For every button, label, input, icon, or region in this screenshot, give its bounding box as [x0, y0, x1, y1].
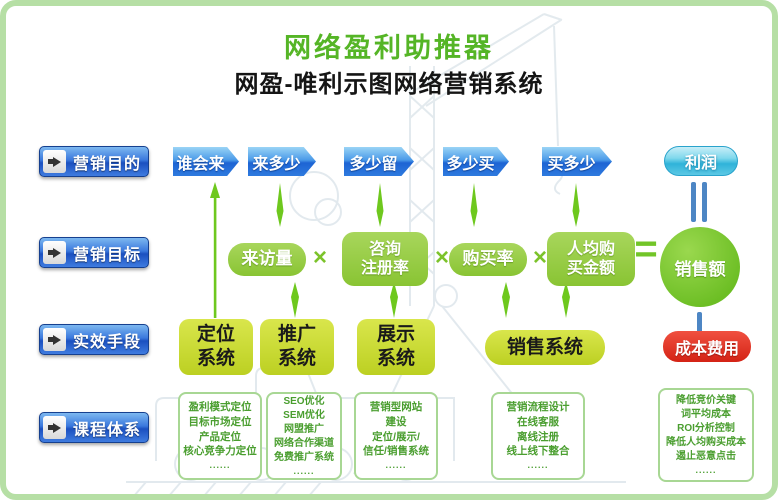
course-line: 网盟推广	[284, 423, 324, 435]
metric-inquiry-registration-rate: 咨询 注册率	[342, 232, 428, 286]
row-label-marketing-target: 营销目标	[39, 237, 149, 268]
multiply-operator: ×	[532, 244, 547, 271]
multiply-operator: ×	[434, 244, 449, 271]
up-arrow-icon	[390, 282, 398, 318]
row-label-text: 课程体系	[72, 421, 141, 439]
course-line: 词平均成本	[681, 408, 731, 420]
course-ellipsis: ......	[209, 460, 231, 471]
right-arrow-icon	[43, 328, 66, 351]
profit-badge: 利润	[664, 146, 738, 176]
course-line: SEM优化	[283, 409, 325, 421]
course-line: 降低竞价关键	[676, 394, 736, 406]
course-line: 网络合作渠道	[274, 437, 334, 449]
equals-connector	[691, 182, 696, 222]
course-line: 核心竞争力定位	[183, 445, 257, 458]
row-label-course-system: 课程体系	[39, 412, 149, 443]
metric-visitors: 来访量	[228, 243, 306, 276]
course-line: 信任/销售系统	[363, 445, 429, 458]
course-ellipsis: ......	[527, 460, 549, 471]
minus-connector	[697, 312, 702, 344]
row-label-text: 营销目的	[72, 155, 141, 173]
course-box-positioning: 盈利模式定位 目标市场定位 产品定位 核心竞争力定位 ......	[178, 392, 262, 480]
course-line: 在线客服	[517, 416, 559, 429]
long-up-arrow-icon	[210, 182, 220, 318]
course-box-website: 营销型网站 建设 定位/展示/ 信任/销售系统 ......	[354, 392, 438, 480]
stage-badge-how-many-buy: 多少买	[443, 147, 509, 176]
metric-line: 人均购	[566, 240, 615, 258]
page-title: 网络盈利助推器	[284, 33, 494, 63]
right-arrow-icon	[43, 241, 66, 264]
system-line: 系统	[277, 348, 316, 369]
course-ellipsis: ......	[385, 460, 407, 471]
metric-line: 注册率	[360, 260, 409, 277]
course-line: 营销流程设计	[506, 401, 570, 414]
course-ellipsis: ......	[293, 465, 315, 476]
row-label-effective-means: 实效手段	[39, 324, 149, 355]
multiply-operator: ×	[312, 244, 327, 271]
metric-purchase-rate: 购买率	[449, 243, 527, 276]
system-box-sales: 销售系统	[485, 330, 605, 365]
cost-badge: 成本费用	[663, 331, 751, 362]
sales-amount-circle: 销售额	[660, 227, 740, 307]
course-line: SEO优化	[283, 395, 325, 407]
system-box-display: 展示 系统	[357, 319, 435, 375]
page-subtitle: 网盈-唯利示图网络营销系统	[234, 71, 544, 98]
course-box-cost-control: 降低竞价关键 词平均成本 ROI分析控制 降低人均购买成本 遏止恶意点击 ...…	[658, 388, 754, 482]
system-box-positioning: 定位 系统	[179, 319, 253, 375]
stage-badge-how-many-come: 来多少	[248, 147, 316, 176]
system-line: 展示	[376, 324, 415, 346]
row-label-text: 营销目标	[72, 246, 141, 264]
stage-badge-who-comes: 谁会来	[173, 147, 239, 176]
down-arrow-icon	[572, 183, 580, 227]
stage-badge-buy-how-much: 买多少	[542, 147, 612, 176]
row-label-marketing-purpose: 营销目的	[39, 146, 149, 177]
metric-line: 买金额	[566, 260, 615, 277]
course-line: 免费推广系统	[274, 451, 334, 463]
course-line: 目标市场定位	[188, 416, 252, 429]
metric-line: 咨询	[368, 240, 401, 258]
course-line: 降低人均购买成本	[666, 436, 746, 448]
down-arrow-icon	[470, 183, 478, 227]
course-line: ROI分析控制	[677, 422, 735, 434]
down-arrow-icon	[376, 183, 384, 227]
stage-badge-how-many-stay: 多少留	[344, 147, 414, 176]
course-line: 盈利模式定位	[188, 401, 252, 414]
up-arrow-icon	[502, 282, 510, 318]
system-line: 系统	[376, 348, 415, 369]
course-line: 建设	[385, 416, 407, 429]
metric-avg-purchase-amount: 人均购 买金额	[547, 232, 635, 286]
system-line: 定位	[196, 324, 235, 346]
course-line: 遏止恶意点击	[676, 450, 736, 462]
down-arrow-icon	[276, 183, 284, 227]
up-arrow-icon	[291, 282, 299, 318]
course-ellipsis: ......	[695, 464, 717, 475]
right-arrow-icon	[43, 150, 66, 173]
system-line: 系统	[196, 348, 235, 369]
course-line: 产品定位	[199, 430, 241, 443]
course-line: 定位/展示/	[372, 430, 420, 443]
course-line: 营销型网站	[369, 401, 423, 414]
equals-connector	[702, 182, 707, 222]
system-box-promotion: 推广 系统	[260, 319, 334, 375]
course-box-sales-process: 营销流程设计 在线客服 离线注册 线上线下整合 ......	[491, 392, 585, 480]
content-layer: 网络盈利助推器 网盈-唯利示图网络营销系统 营销目的 营销目标 实效手段 课程体…	[6, 6, 772, 494]
course-box-promotion: SEO优化 SEM优化 网盟推广 网络合作渠道 免费推广系统 ......	[266, 392, 342, 480]
course-line: 离线注册	[517, 430, 559, 443]
row-label-text: 实效手段	[72, 333, 141, 351]
right-arrow-icon	[43, 416, 66, 439]
up-arrow-icon	[562, 282, 570, 318]
course-line: 线上线下整合	[506, 445, 570, 458]
system-line: 推广	[277, 324, 316, 346]
equals-operator: =	[634, 227, 658, 271]
